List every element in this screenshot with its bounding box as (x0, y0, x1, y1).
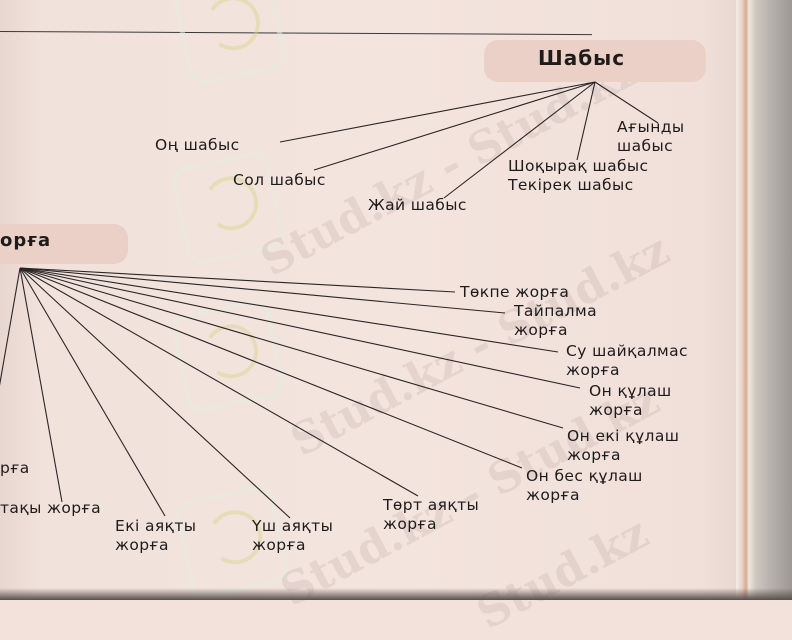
connector-line (19, 267, 419, 497)
connector-lines (0, 81, 659, 519)
connector-line (19, 267, 456, 293)
diagram-node-label: Екі аяқты жорға (115, 517, 197, 554)
shabys-title-pill (484, 40, 706, 82)
zhorga-title-pill (0, 224, 128, 264)
diagram-node-label: Шоқырақ шабыс Текірек шабыс (508, 157, 649, 194)
diagram-node-label: Ағынды шабыс (617, 118, 685, 155)
connector-line (279, 81, 596, 143)
connector-line (443, 81, 596, 199)
diagram-node-label: Су шайқалмас жорға (566, 342, 688, 379)
connector-line (19, 267, 523, 469)
connector-line (19, 267, 581, 389)
diagram-node-label: Он бес құлаш жорға (526, 467, 643, 504)
diagram-node-label: Жай шабыс (368, 196, 467, 214)
diagram-node-label: Тайпалма жорға (514, 302, 597, 339)
diagram-node-label: Сол шабыс (233, 171, 326, 189)
scanned-page: Stud.kz - Stud.kz Stud.kz - Stud.kz Stud… (0, 0, 792, 600)
connector-line (19, 267, 559, 353)
diagram-node-label: Он екі құлаш жорға (567, 427, 680, 464)
connector-line (19, 267, 63, 503)
diagram-node-label: Төкпе жорға (460, 283, 570, 301)
diagram-node-label: Он құлаш жорға (589, 382, 672, 419)
diagram-node-label: Оң шабыс (155, 136, 240, 154)
page-bottom-shadow (0, 588, 792, 600)
connector-line (19, 267, 564, 429)
connector-line (576, 81, 596, 161)
connector-line (19, 267, 506, 314)
shabys-title: Шабыс (538, 46, 626, 70)
connector-line (19, 267, 291, 519)
connector-line (19, 267, 166, 517)
diagram-node-label: Үш аяқты жорға (252, 517, 334, 554)
zhorga-title: орға (0, 230, 52, 251)
connector-line (0, 267, 21, 386)
connector-line (313, 81, 596, 171)
connector-line (594, 81, 659, 124)
diagram-node-label: рға (0, 459, 30, 477)
diagram-node-label: Төрт аяқты жорға (383, 496, 480, 533)
diagram-node-label: тақы жорға (0, 499, 101, 517)
book-binding-edge (736, 0, 792, 600)
